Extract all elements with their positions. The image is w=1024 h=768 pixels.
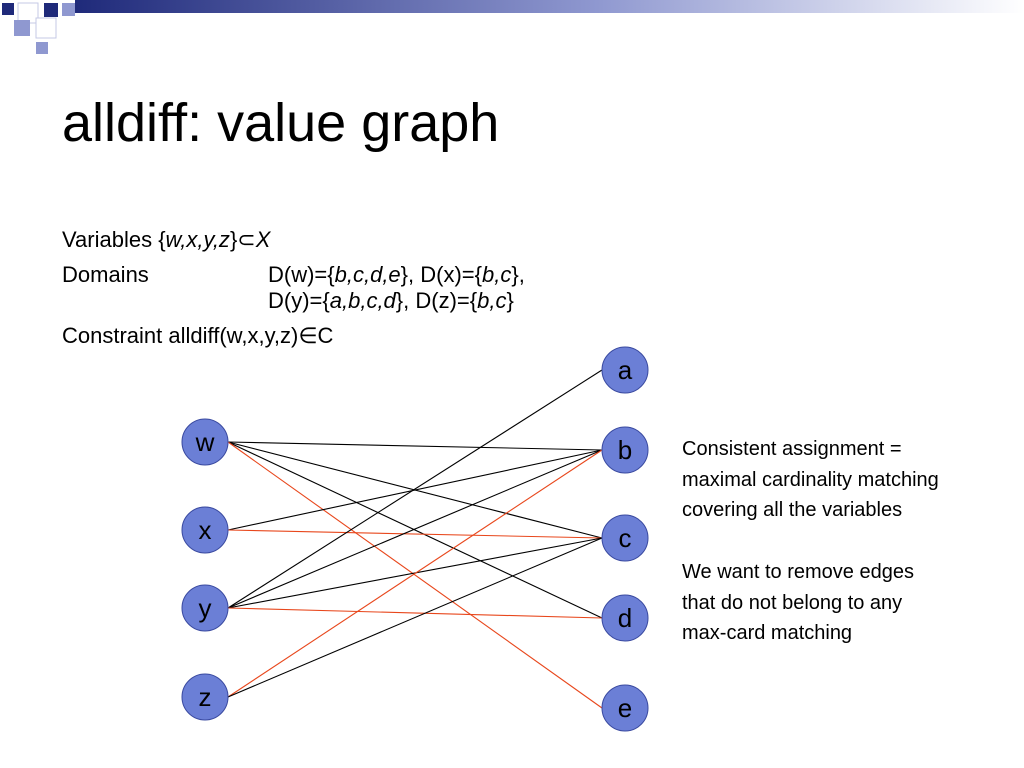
value-node-a: a (601, 346, 649, 394)
value-node-label: b (618, 435, 632, 465)
variable-node-w: w (181, 418, 229, 466)
domain-line2-segment: b,c (477, 288, 507, 313)
edge-x-b (227, 449, 603, 531)
variable-node-label: w (195, 427, 215, 457)
edge-x-c-matched (227, 529, 603, 539)
domain-line1-segment: }, (511, 262, 525, 287)
variables-label: Variables { (62, 227, 166, 252)
edge-w-b (227, 441, 603, 451)
value-node-label: e (618, 693, 632, 723)
value-node-label: c (619, 523, 632, 553)
value-node-label: d (618, 603, 632, 633)
value-node-circle (601, 346, 649, 394)
domain-line1-segment: D(w)={ (268, 262, 335, 287)
edge-y-d-matched (227, 607, 603, 619)
variables-line: Variables {w,x,y,z}⊂X (62, 227, 270, 253)
variables-universe: X (255, 227, 271, 252)
note-line: max-card matching (682, 622, 853, 644)
domain-line1-segment: b,c (481, 262, 512, 287)
value-node-circle (601, 426, 649, 474)
domain-line1-segment: b,c,d,e (334, 262, 401, 287)
value-node-circle (601, 684, 649, 732)
domain-line2-segment: } (506, 288, 514, 313)
variable-node-circle (181, 673, 229, 721)
domain-line2-segment: a,b,c,d (329, 288, 396, 313)
edge-z-c (227, 537, 603, 698)
variable-node-circle (181, 506, 229, 554)
variable-node-y: y (181, 584, 229, 632)
constraint-line: Constraint alldiff(w,x,y,z)∈C (62, 323, 334, 348)
note-remove-edges: We want to remove edges that do not belon… (682, 557, 914, 649)
variable-node-label: x (199, 515, 212, 545)
variables-close: } (229, 227, 238, 252)
domain-line2-segment: D(y)={ (268, 288, 330, 313)
edge-y-b (227, 449, 603, 609)
domains-line-1: D(w)={b,c,d,e}, D(x)={b,c}, (268, 262, 525, 288)
note-line: maximal cardinality matching (682, 468, 939, 491)
variable-node-circle (181, 418, 229, 466)
note-line: that do not belong to any (682, 591, 903, 614)
edge-w-d (227, 441, 603, 619)
variables-set: w,x,y,z (165, 227, 230, 252)
subset-symbol: ⊂ (237, 227, 256, 252)
value-node-c: c (601, 514, 649, 562)
domains-label: Domains (62, 262, 149, 287)
value-node-d: d (601, 594, 649, 642)
domain-line1-segment: }, D(x)={ (400, 262, 482, 287)
note-line: We want to remove edges (682, 561, 914, 583)
edge-w-e-matched (227, 441, 603, 709)
value-node-e: e (601, 684, 649, 732)
variable-node-x: x (181, 506, 229, 554)
domains-line-2: D(y)={a,b,c,d}, D(z)={b,c} (268, 288, 514, 314)
variable-node-z: z (181, 673, 229, 721)
edge-y-a (227, 369, 603, 609)
edge-z-b-matched (227, 449, 603, 698)
value-node-label: a (618, 355, 633, 385)
variable-node-label: z (199, 682, 212, 712)
note-line: Consistent assignment = (682, 438, 902, 460)
note-line: covering all the variables (682, 499, 903, 521)
note-consistent-assignment: Consistent assignment = maximal cardinali… (682, 434, 939, 526)
variable-node-circle (181, 584, 229, 632)
value-node-circle (601, 594, 649, 642)
slide-title: alldiff: value graph (62, 93, 500, 153)
domain-line2-segment: }, D(z)={ (395, 288, 478, 313)
variable-node-label: y (199, 593, 212, 623)
value-node-b: b (601, 426, 649, 474)
header-decoration (2, 0, 1024, 54)
value-node-circle (601, 514, 649, 562)
